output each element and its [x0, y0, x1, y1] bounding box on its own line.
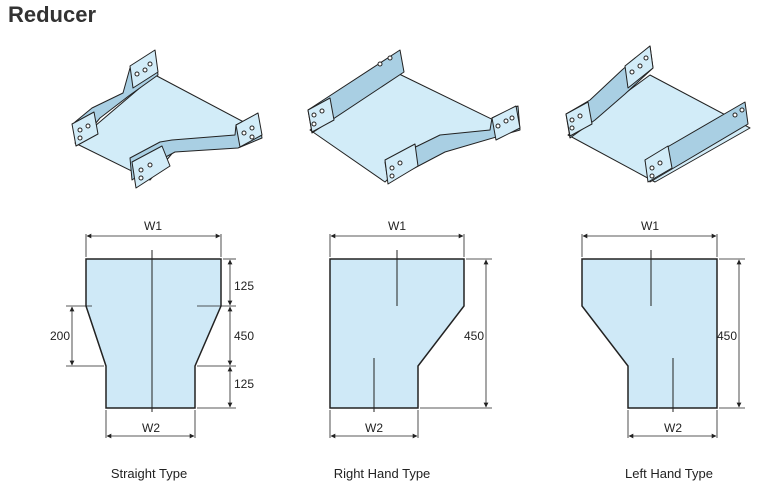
right-hand-type-caption: Right Hand Type	[334, 466, 431, 481]
left-hand-type-plan: W1 W2 450	[581, 219, 745, 439]
right-plan-shape	[329, 258, 465, 409]
right-w1-label: W1	[388, 219, 406, 233]
straight-dim-200: 200	[50, 329, 70, 343]
straight-type-illustration	[71, 49, 263, 189]
straight-w2-label: W2	[142, 421, 160, 435]
straight-dim-125-top: 125	[234, 279, 254, 293]
left-plan-shape	[581, 258, 718, 409]
straight-plan-shape	[85, 258, 222, 409]
straight-dim-450: 450	[234, 329, 254, 343]
right-dim-450: 450	[464, 329, 484, 343]
straight-type-caption: Straight Type	[111, 466, 187, 481]
left-hand-type-illustration	[565, 45, 751, 183]
right-hand-type-plan: W1 W2 450	[329, 219, 492, 439]
right-w2-label: W2	[365, 421, 383, 435]
left-dim-450: 450	[717, 329, 737, 343]
left-w1-label: W1	[641, 219, 659, 233]
right-hand-type-illustration	[307, 49, 521, 185]
left-w2-label: W2	[664, 421, 682, 435]
straight-dim-125-bottom: 125	[234, 377, 254, 391]
page-title: Reducer	[8, 2, 97, 27]
straight-tray-right-flange	[235, 112, 263, 148]
straight-w1-label: W1	[144, 219, 162, 233]
left-hand-type-caption: Left Hand Type	[625, 466, 713, 481]
straight-type-plan: W1 W2 125 450 125 200	[50, 219, 254, 439]
